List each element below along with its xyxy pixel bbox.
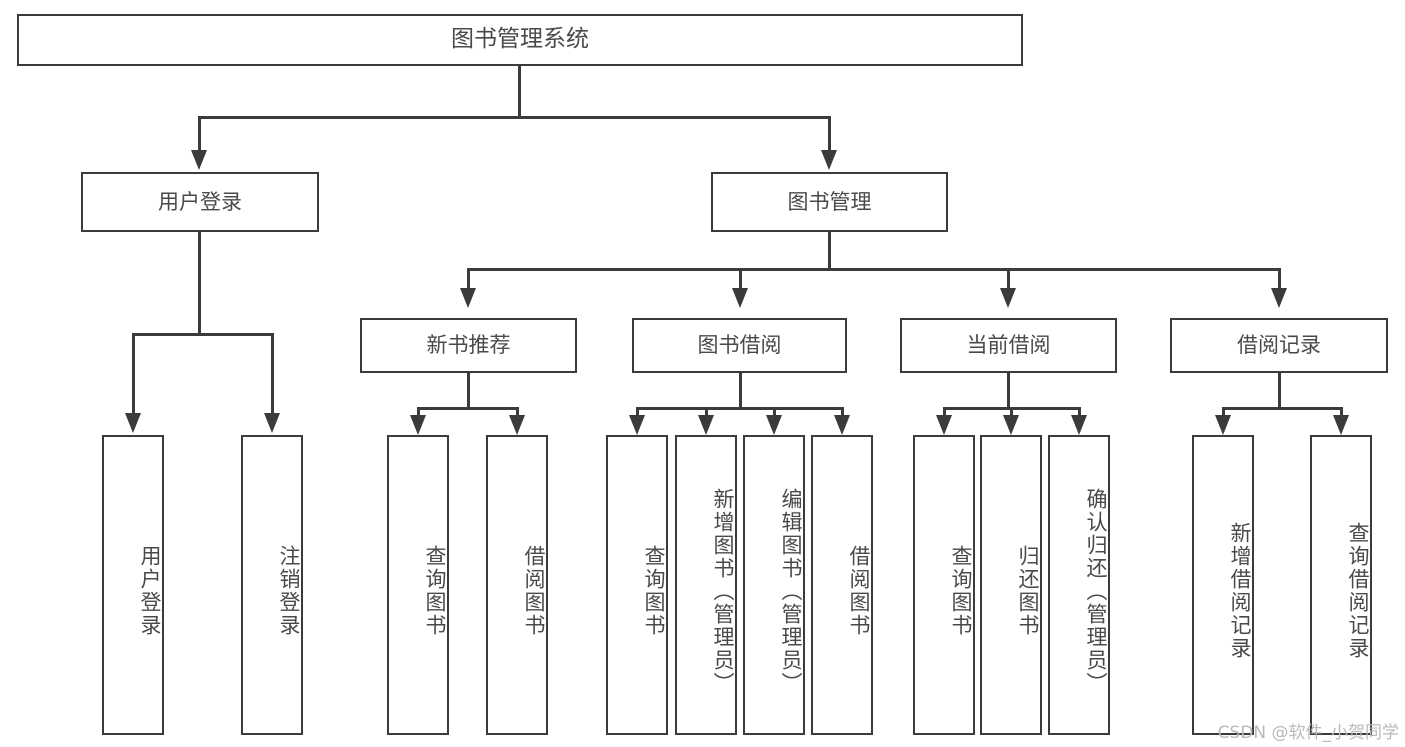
arrow-bb-to-leaf-3 [766, 415, 782, 435]
leaf-bb-borrow-book[interactable]: 借阅图书 [811, 435, 873, 735]
connector-bb-bus [637, 407, 843, 410]
arrow-nbr-to-leaf-1 [410, 415, 426, 435]
leaf-bb-query-book[interactable]: 查询图书 [606, 435, 668, 735]
connector-nbr-to-leaf-2 [516, 407, 519, 417]
node-label: 借阅记录 [1237, 333, 1321, 358]
node-user-login[interactable]: 用户登录 [81, 172, 319, 232]
arrow-cb-to-leaf-3 [1071, 415, 1087, 435]
leaf-br-add-record[interactable]: 新增借阅记录 [1192, 435, 1254, 735]
arrow-user-login-to-leaf-2 [264, 413, 280, 433]
node-label: 编辑图书（管理员） [779, 487, 803, 695]
connector-nbr-stem [467, 373, 470, 409]
node-borrow-records[interactable]: 借阅记录 [1170, 318, 1388, 373]
node-book-management[interactable]: 图书管理 [711, 172, 948, 232]
leaf-cb-query-book[interactable]: 查询图书 [913, 435, 975, 735]
arrow-bm-to-book-borrow [732, 288, 748, 308]
node-label: 图书借阅 [697, 333, 782, 358]
connector-cb-to-leaf-1 [943, 407, 946, 417]
connector-root-bus [199, 116, 831, 119]
node-label: 图书管理系统 [451, 26, 589, 53]
arrow-bm-to-new-book [460, 288, 476, 308]
arrow-br-to-leaf-2 [1333, 415, 1349, 435]
connector-br-stem [1278, 373, 1281, 409]
connector-user-login-to-leaf-1 [132, 333, 135, 415]
node-root-book-management-system[interactable]: 图书管理系统 [17, 14, 1023, 66]
arrow-nbr-to-leaf-2 [509, 415, 525, 435]
connector-root-to-book-management [828, 116, 831, 152]
arrow-bm-to-current-borrow [1000, 288, 1016, 308]
connector-root-to-user-login [198, 116, 201, 152]
connector-br-to-leaf-1 [1222, 407, 1225, 417]
node-label: 借阅图书 [522, 545, 546, 637]
node-label: 查询图书 [423, 545, 447, 637]
node-label: 归还图书 [1016, 545, 1040, 637]
connector-bm-to-current-borrow [1007, 268, 1010, 290]
node-label: 新增图书（管理员） [711, 487, 735, 695]
connector-cb-to-leaf-3 [1078, 407, 1081, 417]
leaf-bb-edit-book-admin[interactable]: 编辑图书（管理员） [743, 435, 805, 735]
leaf-bb-add-book-admin[interactable]: 新增图书（管理员） [675, 435, 737, 735]
node-label: 用户登录 [158, 189, 242, 214]
connector-bm-to-book-borrow [739, 268, 742, 290]
node-label: 查询图书 [642, 545, 666, 637]
node-label: 借阅图书 [847, 545, 871, 637]
connector-book-management-bus [468, 268, 1280, 271]
node-new-book-recommend[interactable]: 新书推荐 [360, 318, 577, 373]
node-label: 新书推荐 [426, 333, 511, 358]
connector-br-bus [1223, 407, 1341, 410]
leaf-nbr-borrow-book[interactable]: 借阅图书 [486, 435, 548, 735]
connector-nbr-to-leaf-1 [417, 407, 420, 417]
connector-bb-to-leaf-3 [773, 407, 776, 417]
arrow-bb-to-leaf-4 [834, 415, 850, 435]
node-book-borrow[interactable]: 图书借阅 [632, 318, 847, 373]
arrow-bm-to-borrow-records [1271, 288, 1287, 308]
connector-nbr-bus [418, 407, 517, 410]
arrow-root-to-book-management [821, 150, 837, 170]
arrow-root-to-user-login [191, 150, 207, 170]
node-label: 查询借阅记录 [1346, 522, 1370, 660]
connector-bb-to-leaf-2 [705, 407, 708, 417]
connector-user-login-to-leaf-2 [271, 333, 274, 415]
connector-cb-to-leaf-2 [1010, 407, 1013, 417]
arrow-cb-to-leaf-2 [1003, 415, 1019, 435]
node-label: 图书管理 [787, 189, 872, 214]
leaf-cb-confirm-return-admin[interactable]: 确认归还（管理员） [1048, 435, 1110, 735]
arrow-user-login-to-leaf-1 [125, 413, 141, 433]
node-label: 查询图书 [949, 545, 973, 637]
connector-root-stem [518, 66, 521, 118]
node-label: 用户登录 [138, 545, 162, 637]
connector-bb-to-leaf-4 [841, 407, 844, 417]
leaf-cb-return-book[interactable]: 归还图书 [980, 435, 1042, 735]
connector-br-to-leaf-2 [1340, 407, 1343, 417]
connector-bb-stem [739, 373, 742, 409]
connector-cb-stem [1007, 373, 1010, 409]
node-label: 新增借阅记录 [1228, 522, 1252, 660]
leaf-br-query-record[interactable]: 查询借阅记录 [1310, 435, 1372, 735]
leaf-nbr-query-book[interactable]: 查询图书 [387, 435, 449, 735]
leaf-user-login-logout[interactable]: 注销登录 [241, 435, 303, 735]
arrow-br-to-leaf-1 [1215, 415, 1231, 435]
node-label: 确认归还（管理员） [1084, 487, 1108, 695]
connector-bb-to-leaf-1 [636, 407, 639, 417]
connector-bm-to-new-book [467, 268, 470, 290]
arrow-bb-to-leaf-1 [629, 415, 645, 435]
node-current-borrow[interactable]: 当前借阅 [900, 318, 1117, 373]
leaf-user-login-login[interactable]: 用户登录 [102, 435, 164, 735]
connector-user-login-stem [198, 232, 201, 335]
connector-bm-to-borrow-records [1278, 268, 1281, 290]
connector-book-management-stem [828, 232, 831, 270]
arrow-bb-to-leaf-2 [698, 415, 714, 435]
node-label: 注销登录 [277, 545, 301, 637]
connector-user-login-bus [133, 333, 273, 336]
arrow-cb-to-leaf-1 [936, 415, 952, 435]
node-label: 当前借阅 [966, 333, 1051, 358]
